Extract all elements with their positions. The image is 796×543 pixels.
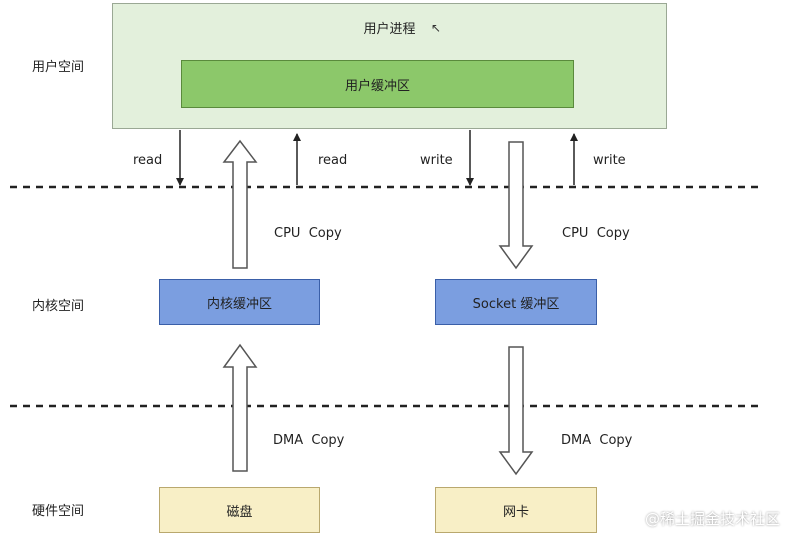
- cpu-copy-down-arrow: [498, 141, 534, 270]
- nic-box: 网卡: [435, 487, 597, 533]
- write-down-label: write: [420, 153, 453, 168]
- cpu-copy-up-arrow: [222, 139, 258, 269]
- disk-box: 磁盘: [159, 487, 320, 533]
- socket-buffer-box: Socket 缓冲区: [435, 279, 597, 325]
- hardware-space-label: 硬件空间: [32, 504, 85, 519]
- socket-buffer-label: Socket 缓冲区: [472, 296, 560, 312]
- write-up-label: write: [593, 153, 626, 168]
- dma-copy-right-label: DMA Copy: [561, 433, 633, 448]
- cpu-copy-right-label: CPU Copy: [562, 226, 630, 241]
- kernel-buffer-box: 内核缓冲区: [159, 279, 320, 325]
- dma-copy-up-arrow: [222, 343, 258, 472]
- user-buffer-box: 用户缓冲区: [181, 60, 574, 108]
- dma-copy-down-arrow: [498, 346, 534, 476]
- read-down-label: read: [133, 153, 163, 168]
- nic-label: 网卡: [502, 504, 529, 520]
- kernel-space-label: 内核空间: [32, 299, 85, 314]
- disk-label: 磁盘: [226, 504, 253, 520]
- user-process-title: 用户进程: [363, 22, 416, 37]
- watermark: @稀土掘金技术社区: [644, 510, 780, 528]
- kernel-buffer-label: 内核缓冲区: [206, 296, 272, 312]
- read-up-label: read: [318, 153, 348, 168]
- user-buffer-label: 用户缓冲区: [344, 78, 410, 94]
- user-space-label: 用户空间: [32, 60, 85, 75]
- mouse-cursor-icon: ↖: [431, 21, 442, 35]
- cpu-copy-left-label: CPU Copy: [274, 226, 342, 241]
- dma-copy-left-label: DMA Copy: [273, 433, 345, 448]
